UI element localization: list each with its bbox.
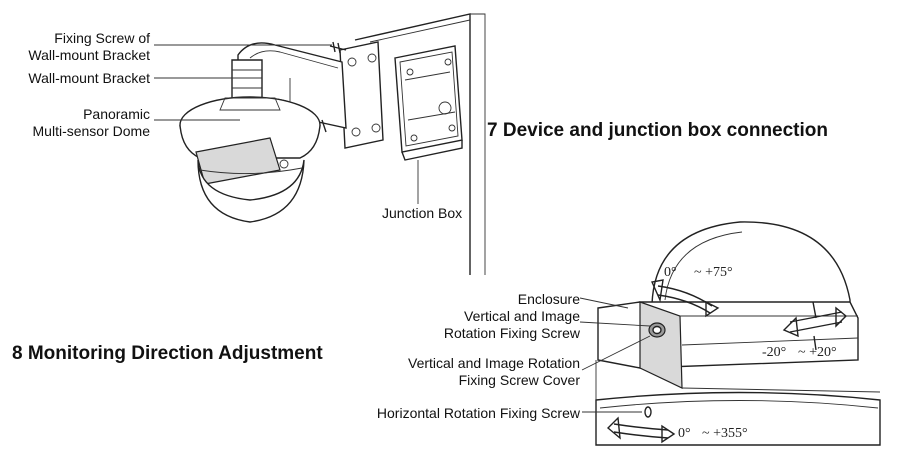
label-dome-line1: Panoramic [83, 106, 150, 122]
section7-leaders [154, 44, 419, 204]
label-fixing-screw: Fixing Screw of Wall-mount Bracket [28, 30, 150, 64]
junction-box-drawing [394, 45, 463, 161]
angle-labels: 0° ~ +75° -20° ~ +20° 0° ~ +355° [664, 265, 837, 441]
label-horizontal-screw: Horizontal Rotation Fixing Screw [376, 405, 580, 421]
rotation-arrows [606, 279, 848, 444]
label-wall-mount-bracket: Wall-mount Bracket [28, 70, 150, 86]
label-dome-line2: Multi-sensor Dome [32, 123, 150, 139]
angle-horizontal-start: 0° [678, 426, 691, 441]
label-cover-line2: Fixing Screw Cover [458, 372, 580, 388]
heading-section8: 8 Monitoring Direction Adjustment [12, 343, 323, 364]
wall-mount-bracket-drawing [231, 41, 384, 149]
label-cover-line1: Vertical and Image Rotation [408, 355, 580, 371]
label-junction-box: Junction Box [382, 205, 463, 221]
label-fixing-screw-line2: Wall-mount Bracket [28, 47, 150, 63]
label-vertical-screw-line2: Rotation Fixing Screw [443, 325, 580, 341]
angle-image-end: ~ +20° [798, 345, 837, 360]
label-enclosure: Enclosure [517, 291, 580, 307]
heading-section7: 7 Device and junction box connection [487, 120, 828, 141]
angle-horizontal-end: ~ +355° [702, 426, 748, 441]
wall-outline [354, 13, 486, 275]
label-fixing-screw-line1: Fixing Screw of [54, 30, 150, 46]
angle-image-start: -20° [762, 345, 786, 360]
label-vertical-screw: Vertical and Image Rotation Fixing Screw [444, 308, 580, 342]
angle-vertical-start: 0° [664, 265, 677, 280]
label-panoramic-dome: Panoramic Multi-sensor Dome [33, 106, 150, 140]
angle-vertical-end: ~ +75° [694, 265, 733, 280]
panoramic-dome-drawing [179, 96, 327, 223]
section8-leaders [579, 297, 651, 413]
label-vertical-screw-line1: Vertical and Image [464, 308, 580, 324]
label-screw-cover: Vertical and Image Rotation Fixing Screw… [408, 355, 580, 389]
dome-adjustment-drawing [595, 221, 881, 446]
